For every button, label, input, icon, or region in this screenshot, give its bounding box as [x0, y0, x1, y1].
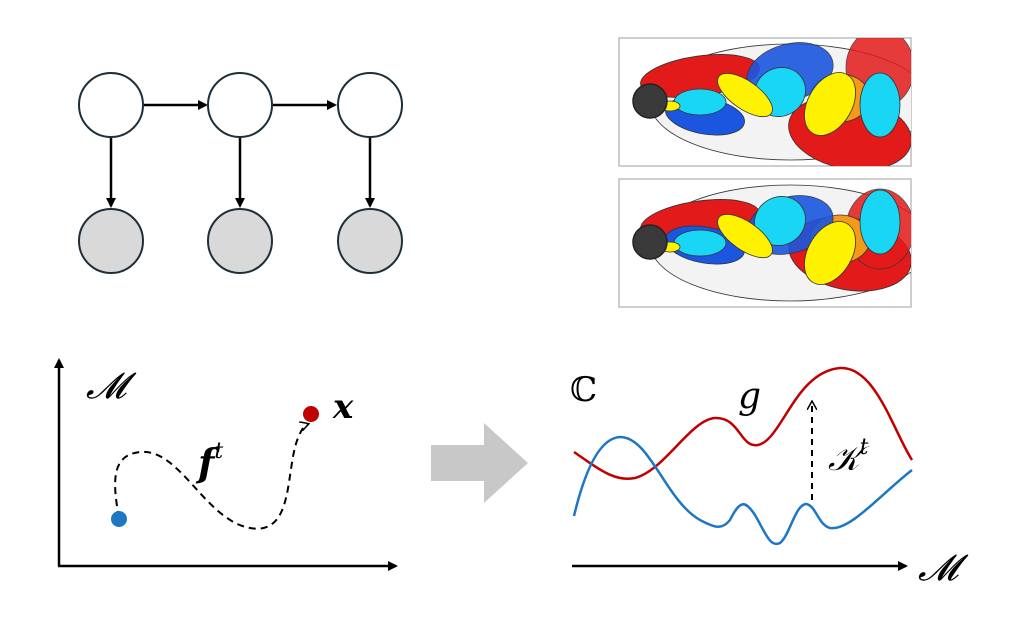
hidden-markov-model-graph: [78, 72, 403, 274]
hmm-observed-node-2: [207, 208, 273, 274]
transform-arrow: [431, 423, 528, 503]
hmm-hidden-node-2: [207, 72, 273, 138]
flow-trajectory: [114, 424, 308, 530]
vortex-yellow: [804, 72, 856, 136]
flow-map-label-f: ft: [195, 439, 223, 485]
manifold-label-axis: 𝓜: [918, 548, 969, 589]
observable-g-curve: [573, 366, 914, 481]
hmm-hidden-node-1: [78, 72, 144, 138]
vortex-shedding-snapshot-top: [618, 37, 912, 167]
evolved-state-point: [303, 406, 319, 422]
complex-plane-label: ℂ: [570, 370, 597, 410]
vortex-cyan: [673, 229, 727, 257]
cylinder-bottom: [632, 224, 668, 260]
vortex-field-top: [640, 38, 911, 166]
vortex-field-bottom: [640, 184, 911, 302]
vortex-yellow: [717, 213, 773, 259]
vortex-yellow: [804, 221, 856, 285]
manifold-label-left: 𝓜: [86, 366, 137, 407]
observable-space-panel: ℂ g 𝒦t 𝓜: [570, 366, 969, 589]
observable-blue-curve: [572, 435, 913, 546]
observable-label-g: g: [738, 376, 761, 417]
hmm-observed-node-3: [337, 208, 403, 274]
hmm-hidden-node-3: [337, 72, 403, 138]
vortex-yellow: [717, 72, 773, 118]
vortex-shedding-snapshot-bottom: [618, 178, 912, 308]
koopman-operator-label: 𝒦t: [828, 435, 870, 479]
vortex-cyan: [859, 189, 901, 255]
vortex-cyan: [673, 88, 727, 116]
cylinder-top: [632, 83, 668, 119]
state-space-panel: 𝓜 x ft: [54, 358, 398, 571]
hmm-observed-node-1: [78, 208, 144, 274]
state-label-x: x: [332, 387, 354, 427]
vortex-cyan: [859, 72, 901, 138]
initial-state-point: [111, 511, 127, 527]
